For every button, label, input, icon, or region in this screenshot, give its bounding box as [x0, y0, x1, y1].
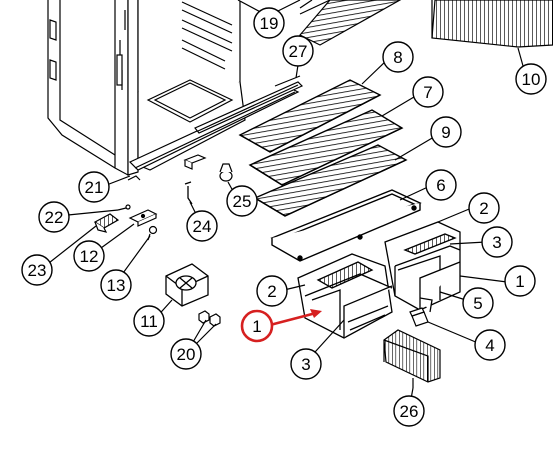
callout-circle — [481, 226, 513, 258]
callout-11: 11 — [133, 305, 165, 337]
callout-number: 2 — [479, 199, 488, 218]
callout-23: 23 — [21, 254, 53, 286]
callout-number: 5 — [473, 294, 482, 313]
callout-number: 25 — [233, 192, 252, 211]
part-9-glass-shelf — [253, 144, 408, 217]
callout-circle — [462, 287, 494, 319]
part-7-glass-shelf — [248, 109, 404, 186]
callout-26: 26 — [393, 395, 425, 427]
callout-1: 1 — [504, 265, 536, 297]
callout-2: 2 — [256, 275, 288, 307]
part-21-bracket — [127, 154, 207, 181]
part-4-clip — [409, 307, 429, 327]
callout-circle — [186, 210, 218, 242]
callout-number: 10 — [522, 70, 541, 89]
callout-circle — [382, 41, 414, 73]
callout-number: 20 — [177, 345, 196, 364]
callout-number: 22 — [45, 208, 64, 227]
crisper-drawer-right — [384, 221, 461, 313]
callout-4: 4 — [474, 329, 506, 361]
callout-number: 1 — [515, 272, 524, 291]
callout-number: 1 — [252, 317, 261, 336]
part-8-wire-shelf — [238, 79, 382, 153]
crisper-drawer-left — [297, 253, 393, 339]
callout-number: 7 — [423, 83, 432, 102]
callout-number: 3 — [301, 355, 310, 374]
part-25-knob — [219, 163, 233, 182]
callout-25: 25 — [226, 185, 258, 217]
part-22-screw — [117, 204, 131, 211]
callout-circle — [170, 338, 202, 370]
refrigerator-cabinet — [47, 0, 300, 177]
callout-circle — [256, 275, 288, 307]
callout-circle — [425, 169, 457, 201]
callout-12: 12 — [73, 240, 105, 272]
part-13-bulb — [147, 225, 158, 241]
callout-circle — [78, 171, 110, 203]
callout-circle — [393, 395, 425, 427]
callout-circle — [468, 192, 500, 224]
callout-number: 24 — [193, 217, 212, 236]
part-6-shelf-frame — [270, 189, 422, 262]
callout-19: 19 — [253, 7, 285, 39]
callout-6: 6 — [425, 169, 457, 201]
callout-3: 3 — [481, 226, 513, 258]
callout-number: 6 — [436, 176, 445, 195]
callout-circle — [430, 116, 462, 148]
part-10-condenser — [431, 0, 553, 48]
callout-24: 24 — [186, 210, 218, 242]
callout-2: 2 — [468, 192, 500, 224]
callout-circle — [226, 185, 258, 217]
callout-number: 8 — [393, 48, 402, 67]
callout-20: 20 — [170, 338, 202, 370]
callout-number: 23 — [28, 261, 47, 280]
callout-circle — [515, 63, 547, 95]
callout-number: 27 — [289, 42, 308, 61]
part-11-fan — [165, 263, 209, 307]
callout-circle — [290, 348, 322, 380]
callout-22: 22 — [38, 201, 70, 233]
callout-number: 4 — [485, 336, 494, 355]
callout-number: 19 — [260, 14, 279, 33]
callout-circle — [240, 309, 274, 343]
part-20-fasteners — [198, 310, 221, 327]
part-24-rod — [184, 181, 193, 205]
callout-circle — [282, 35, 314, 67]
callout-number: 2 — [267, 282, 276, 301]
callout-circle — [412, 76, 444, 108]
part-27-front-rail — [194, 75, 304, 134]
callout-circle — [38, 201, 70, 233]
callout-13: 13 — [100, 269, 132, 301]
callout-number: 21 — [85, 178, 104, 197]
callout-circle — [474, 329, 506, 361]
callout-circle — [21, 254, 53, 286]
callout-number: 13 — [107, 276, 126, 295]
highlight-arrow — [269, 309, 322, 327]
callout-number: 12 — [80, 247, 99, 266]
callout-7: 7 — [412, 76, 444, 108]
callout-circle — [133, 305, 165, 337]
callout-21: 21 — [78, 171, 110, 203]
callout-number: 3 — [492, 233, 501, 252]
callout-circle — [504, 265, 536, 297]
callout-number: 26 — [400, 402, 419, 421]
callout-circle — [253, 7, 285, 39]
callout-number: 11 — [140, 312, 158, 331]
callout-9: 9 — [430, 116, 462, 148]
callout-circle — [73, 240, 105, 272]
callout-1: 1 — [240, 309, 274, 343]
callout-5: 5 — [462, 287, 494, 319]
callout-number: 9 — [441, 123, 450, 142]
callout-8: 8 — [382, 41, 414, 73]
callout-10: 10 — [515, 63, 547, 95]
part-26-evaporator-coil — [383, 329, 441, 388]
part-12-switch — [128, 209, 158, 227]
part-23-light-housing — [93, 213, 120, 233]
callout-3: 3 — [290, 348, 322, 380]
callout-27: 27 — [282, 35, 314, 67]
callout-circle — [100, 269, 132, 301]
